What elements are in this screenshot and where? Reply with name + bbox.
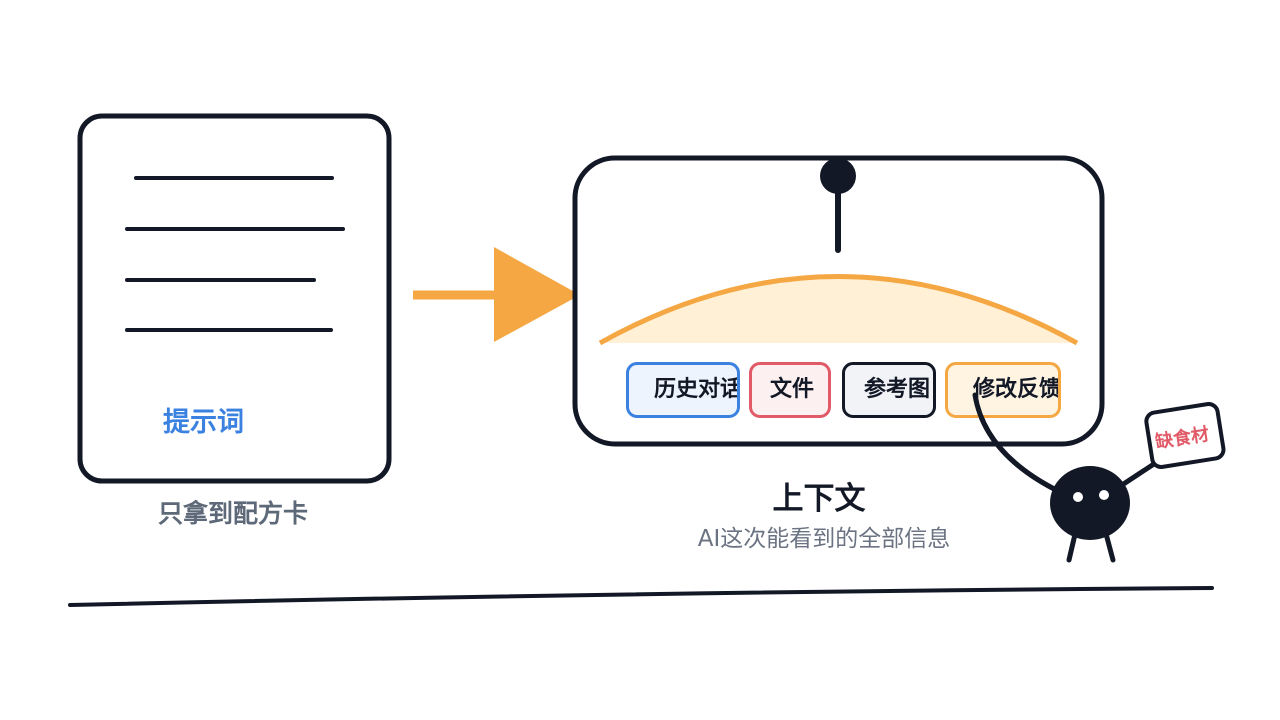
chip-files: 文件 [749,362,831,418]
arrow-head [494,247,580,342]
prompt-card [77,113,392,484]
character-body [1050,466,1130,540]
cloche-handle-knob [820,158,856,194]
context-panel-title: 上下文 [772,481,866,517]
character-eye-right [1099,490,1109,500]
character-sign-board [1144,402,1226,470]
chip-history: 历史对话 [626,362,740,418]
character-sign [1144,402,1226,470]
flow-arrow [413,247,580,342]
prompt-card-label: 提示词 [163,407,244,438]
chip-revision-feedback: 修改反馈 [945,362,1061,418]
chip-reference-images: 参考图 [842,362,936,418]
context-panel-subtitle: AI这次能看到的全部信息 [697,526,951,552]
prompt-card-caption: 只拿到配方卡 [158,499,309,528]
ground-line [68,586,1214,607]
character-eye-left [1073,492,1083,502]
prompt-card-frame [77,113,392,484]
cloche-dome-outline [598,274,1079,346]
